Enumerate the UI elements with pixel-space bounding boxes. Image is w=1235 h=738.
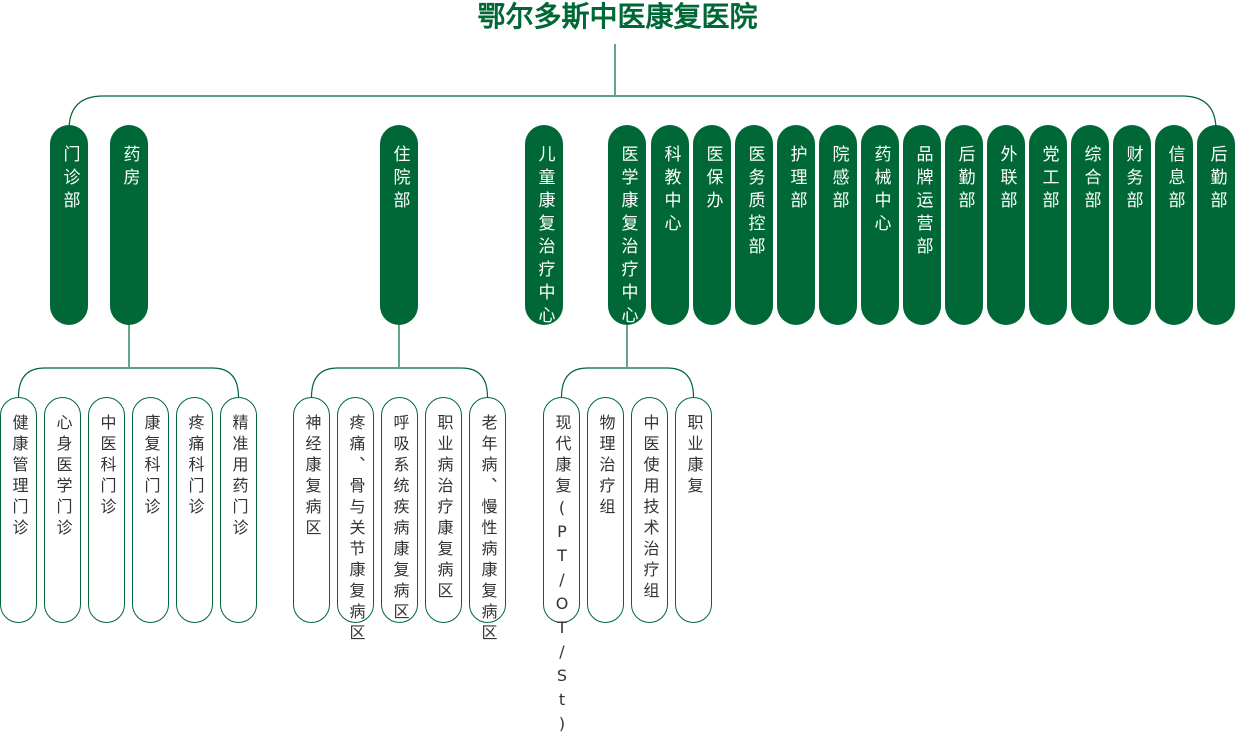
- dept-outpatient-label: 门诊部: [59, 145, 80, 214]
- hospital-title: 鄂尔多斯中医康复医院: [477, 0, 758, 33]
- dept-pediatric: 儿童康复治疗中心: [525, 125, 563, 329]
- clinic-2: 心身医学门诊: [44, 397, 81, 623]
- dept-general-label: 综合部: [1080, 145, 1101, 214]
- therapy-group-3: 中医使用技术治疗组: [631, 397, 668, 623]
- dept-party: 党工部: [1029, 125, 1067, 325]
- dept-general: 综合部: [1071, 125, 1109, 325]
- therapy-group-3-label: 中医使用技术治疗组: [640, 414, 660, 603]
- dept-pharmacy: 药房: [110, 125, 148, 325]
- therapy-group-2-label: 物理治疗组: [596, 414, 616, 519]
- dept-party-label: 党工部: [1038, 145, 1059, 214]
- ward-1-label: 神经康复病区: [302, 414, 322, 540]
- dept-infection-label: 院感部: [828, 145, 849, 214]
- dept-logistics-label: 后勤部: [954, 145, 975, 214]
- ward-3-label: 呼吸系统疾病康复病区: [390, 414, 410, 624]
- dept-finance-label: 财务部: [1122, 145, 1143, 214]
- dept-info-label: 信息部: [1164, 145, 1185, 214]
- clinic-1: 健康管理门诊: [0, 397, 37, 623]
- clinic-3: 中医科门诊: [88, 397, 125, 623]
- dept-brand: 品牌运营部: [903, 125, 941, 325]
- clinic-1-label: 健康管理门诊: [9, 414, 29, 540]
- dept-research-label: 科教中心: [660, 145, 681, 237]
- clinic-5: 疼痛科门诊: [176, 397, 213, 623]
- dept-quality: 医务质控部: [735, 125, 773, 325]
- dept-infection: 院感部: [819, 125, 857, 325]
- ward-2-label: 疼痛、骨与关节康复病区: [346, 414, 366, 645]
- ward-4-label: 职业病治疗康复病区: [434, 414, 454, 603]
- therapy-group-4: 职业康复: [675, 397, 712, 623]
- dept-equipment-label: 药械中心: [870, 145, 891, 237]
- dept-equipment: 药械中心: [861, 125, 899, 325]
- dept-insurance-label: 医保办: [702, 145, 723, 214]
- therapy-group-4-label: 职业康复: [684, 414, 704, 498]
- clinic-3-label: 中医科门诊: [97, 414, 117, 519]
- dept-logistics-2: 后勤部: [1197, 125, 1235, 325]
- dept-external: 外联部: [987, 125, 1025, 325]
- dept-inpatient-label: 住院部: [389, 145, 410, 214]
- clinic-4: 康复科门诊: [132, 397, 169, 623]
- ward-4: 职业病治疗康复病区: [425, 397, 462, 623]
- clinic-6-label: 精准用药门诊: [229, 414, 249, 540]
- ward-3: 呼吸系统疾病康复病区: [381, 397, 418, 624]
- clinic-2-label: 心身医学门诊: [53, 414, 73, 540]
- dept-pharmacy-label: 药房: [119, 145, 140, 191]
- dept-brand-label: 品牌运营部: [912, 145, 933, 260]
- dept-outpatient: 门诊部: [50, 125, 88, 325]
- dept-logistics: 后勤部: [945, 125, 983, 325]
- clinic-4-label: 康复科门诊: [141, 414, 161, 519]
- therapy-group-2: 物理治疗组: [587, 397, 624, 623]
- clinic-6: 精准用药门诊: [220, 397, 257, 623]
- ward-2: 疼痛、骨与关节康复病区: [337, 397, 374, 645]
- dept-finance: 财务部: [1113, 125, 1151, 325]
- clinic-5-label: 疼痛科门诊: [185, 414, 205, 519]
- connector-lines: [17, 44, 1217, 405]
- ward-5: 老年病、慢性病康复病区: [469, 397, 506, 645]
- dept-pediatric-label: 儿童康复治疗中心: [534, 145, 555, 329]
- dept-inpatient: 住院部: [380, 125, 418, 325]
- ward-1: 神经康复病区: [293, 397, 330, 623]
- dept-research: 科教中心: [651, 125, 689, 325]
- dept-quality-label: 医务质控部: [744, 145, 765, 260]
- dept-logistics-2-label: 后勤部: [1206, 145, 1227, 214]
- therapy-group-1-label: 现代康复(PT/OT/St): [552, 414, 572, 738]
- dept-insurance: 医保办: [693, 125, 731, 325]
- dept-nursing: 护理部: [777, 125, 815, 325]
- ward-5-label: 老年病、慢性病康复病区: [478, 414, 498, 645]
- dept-nursing-label: 护理部: [786, 145, 807, 214]
- dept-rehab-center: 医学康复治疗中心: [608, 125, 646, 329]
- dept-external-label: 外联部: [996, 145, 1017, 214]
- therapy-group-1: 现代康复(PT/OT/St): [543, 397, 580, 738]
- dept-rehab-center-label: 医学康复治疗中心: [617, 145, 638, 329]
- dept-info: 信息部: [1155, 125, 1193, 325]
